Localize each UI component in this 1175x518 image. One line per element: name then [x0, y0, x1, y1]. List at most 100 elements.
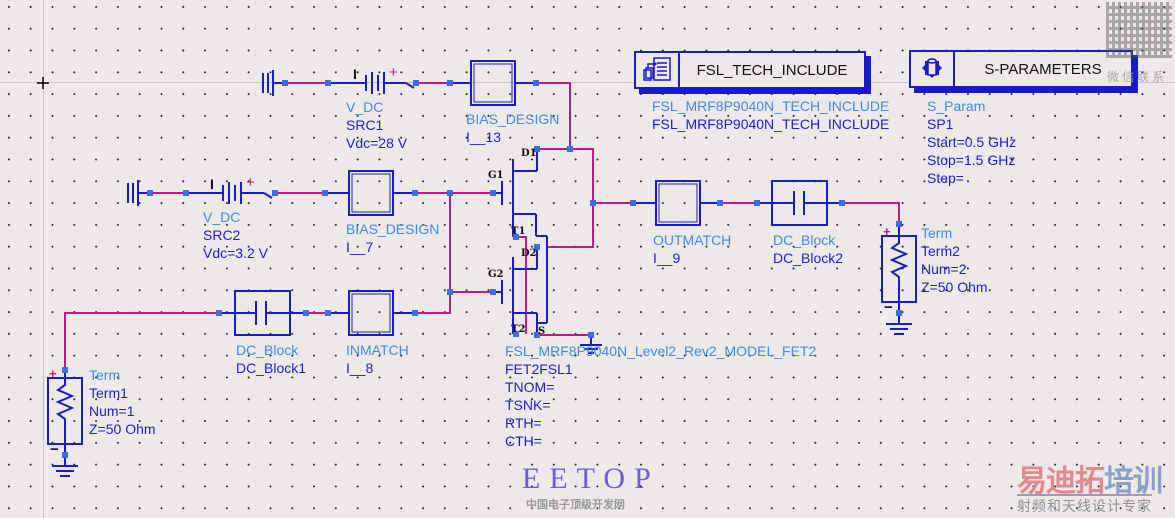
- battery-src2-icon: [186, 182, 273, 204]
- bias-design-7-box: [325, 170, 415, 216]
- inmatch-type: INMATCH: [346, 342, 409, 358]
- bias7-name: I__7: [346, 239, 374, 255]
- plus-icon: +: [49, 366, 57, 381]
- outmatch-name: I__9: [653, 250, 681, 266]
- tech-include-type: FSL_MRF8P9040N_TECH_INCLUDE: [652, 98, 890, 114]
- dcblock1-name: DC_Block1: [236, 360, 307, 376]
- term2-symbol: [881, 224, 917, 335]
- term1-label[interactable]: Term Term1 Num=1 Z=50 Ohm: [89, 366, 156, 438]
- src2-name: SRC2: [203, 227, 241, 243]
- src2-vdc: Vdc=3.2 V: [203, 245, 268, 261]
- minus-icon: −: [50, 441, 59, 458]
- src1-label[interactable]: V_DC SRC1 Vdc=28 V: [346, 98, 407, 152]
- outmatch-type: OUTMATCH: [653, 232, 732, 248]
- eetop-subtitle: 中国电子顶级开发网: [526, 499, 625, 511]
- sparam-label[interactable]: S_Param SP1 Start=0.5 GHz Stop=1.5 GHz S…: [927, 97, 1016, 187]
- battery-src1-icon: [328, 72, 415, 94]
- minus-icon: −: [884, 299, 893, 316]
- fet-name: FET2FSL1: [505, 361, 573, 377]
- qr-caption: 微信联系: [1107, 70, 1168, 84]
- tech-include-component[interactable]: FSL_TECH_INCLUDE: [634, 51, 866, 89]
- component-graphics: [47, 60, 917, 477]
- src2-label[interactable]: V_DC SRC2 Vdc=3.2 V: [203, 208, 268, 262]
- wire-dcblock2-term2: [842, 202, 900, 224]
- sparam-stop: Stop=1.5 GHz: [927, 152, 1016, 168]
- inmatch-box: [328, 290, 415, 336]
- plus-icon: +: [246, 174, 255, 191]
- tech-include-name: FSL_MRF8P9040N_TECH_INCLUDE: [652, 116, 890, 132]
- brand-subtitle: 射频和天线设计专家: [1017, 494, 1152, 516]
- inmatch-label[interactable]: INMATCH I__8: [346, 341, 409, 377]
- current-arrow-icon: I: [353, 66, 357, 82]
- bias13-type: BIAS_DESIGN: [466, 111, 560, 127]
- bias13-name: I__13: [466, 129, 502, 145]
- term2-label[interactable]: Term Term2 Num=2 Z=50 Ohm: [921, 224, 988, 296]
- bias-design-13-box: [450, 60, 536, 106]
- dc-block-1-box: [219, 290, 306, 336]
- brand-name-a: 易迪拓: [1017, 465, 1105, 498]
- sparam-type: S_Param: [927, 98, 986, 114]
- bias7-label[interactable]: BIAS_DESIGN I__7: [346, 220, 439, 256]
- ground-icon: [127, 180, 150, 206]
- plus-icon: +: [883, 224, 891, 239]
- crosshair-cursor-icon: [37, 77, 49, 89]
- dcblock2-label[interactable]: DC_Block DC_Block2: [773, 231, 843, 267]
- dcblock1-label[interactable]: DC_Block DC_Block1: [236, 341, 306, 377]
- brand-name-b: 培训: [1104, 465, 1163, 498]
- wire-g-split: [449, 193, 493, 293]
- fet-cth: CTH=: [505, 433, 542, 449]
- plus-icon: +: [389, 64, 398, 81]
- term1-num: Num=1: [89, 403, 135, 419]
- pin-t2-label: T2: [511, 324, 526, 335]
- src2-type: V_DC: [203, 209, 241, 225]
- eetop-watermark: EETOP: [522, 462, 660, 495]
- term2-name: Term2: [921, 243, 960, 259]
- s-parameters-title: S-PARAMETERS: [984, 60, 1102, 78]
- tech-include-title: FSL_TECH_INCLUDE: [696, 61, 848, 79]
- pin-t1-label: T1: [511, 226, 526, 237]
- pin-g1-label: G1: [488, 170, 504, 181]
- src1-name: SRC1: [346, 117, 384, 133]
- wire-term1-dcblock1: [64, 312, 219, 370]
- outmatch-box: [633, 180, 720, 226]
- term2-num: Num=2: [921, 261, 967, 277]
- brand-watermark: 易迪拓培训: [1017, 456, 1163, 500]
- pin-d1-label: D1: [521, 148, 537, 159]
- pin-g2-label: G2: [488, 269, 504, 280]
- dcblock2-type: DC_Block: [773, 232, 836, 248]
- term1-z: Z=50 Ohm: [89, 421, 156, 437]
- fet-label[interactable]: FSL_MRF8P9040N_Level2_Rev2_MODEL_FET2 FE…: [505, 342, 816, 450]
- pin-s-label: S: [538, 326, 546, 337]
- wires: [64, 82, 900, 370]
- wire-inmatch-g2: [415, 292, 451, 314]
- inmatch-name: I__8: [346, 360, 374, 376]
- origin-axis-vertical: [43, 0, 44, 518]
- dcblock1-type: DC_Block: [236, 342, 299, 358]
- qr-code-watermark: [1106, 2, 1172, 58]
- current-arrow-icon: I: [210, 176, 214, 192]
- include-file-icon: [636, 53, 680, 87]
- outmatch-label[interactable]: OUTMATCH I__9: [653, 231, 731, 267]
- origin-axis-horizontal: [0, 82, 1175, 83]
- fet-rth: RTH=: [505, 415, 542, 431]
- src1-type: V_DC: [346, 99, 384, 115]
- sparam-start: Start=0.5 GHz: [927, 134, 1017, 150]
- markers: + I + I + − + −: [49, 64, 893, 458]
- term2-type: Term: [921, 225, 953, 241]
- wire-bias13-drain: [536, 82, 594, 248]
- pin-d2-label: D2: [521, 248, 537, 259]
- term1-name: Term1: [89, 385, 128, 401]
- wire-nodes: [62, 80, 902, 458]
- ground-icon: [262, 70, 285, 96]
- fet-tnom: TNOM=: [505, 379, 555, 395]
- bias7-type: BIAS_DESIGN: [346, 221, 440, 237]
- tech-include-label[interactable]: FSL_MRF8P9040N_TECH_INCLUDE FSL_MRF8P904…: [652, 97, 889, 133]
- bias13-label[interactable]: BIAS_DESIGN I__13: [466, 110, 559, 146]
- dcblock2-name: DC_Block2: [773, 250, 844, 266]
- src1-vdc: Vdc=28 V: [346, 135, 408, 151]
- term1-type: Term: [89, 367, 121, 383]
- fet-tsnk: TSNK=: [505, 397, 551, 413]
- term2-z: Z=50 Ohm: [921, 279, 988, 295]
- sparam-name: SP1: [927, 116, 954, 132]
- s-parameters-component[interactable]: S-PARAMETERS: [909, 50, 1133, 88]
